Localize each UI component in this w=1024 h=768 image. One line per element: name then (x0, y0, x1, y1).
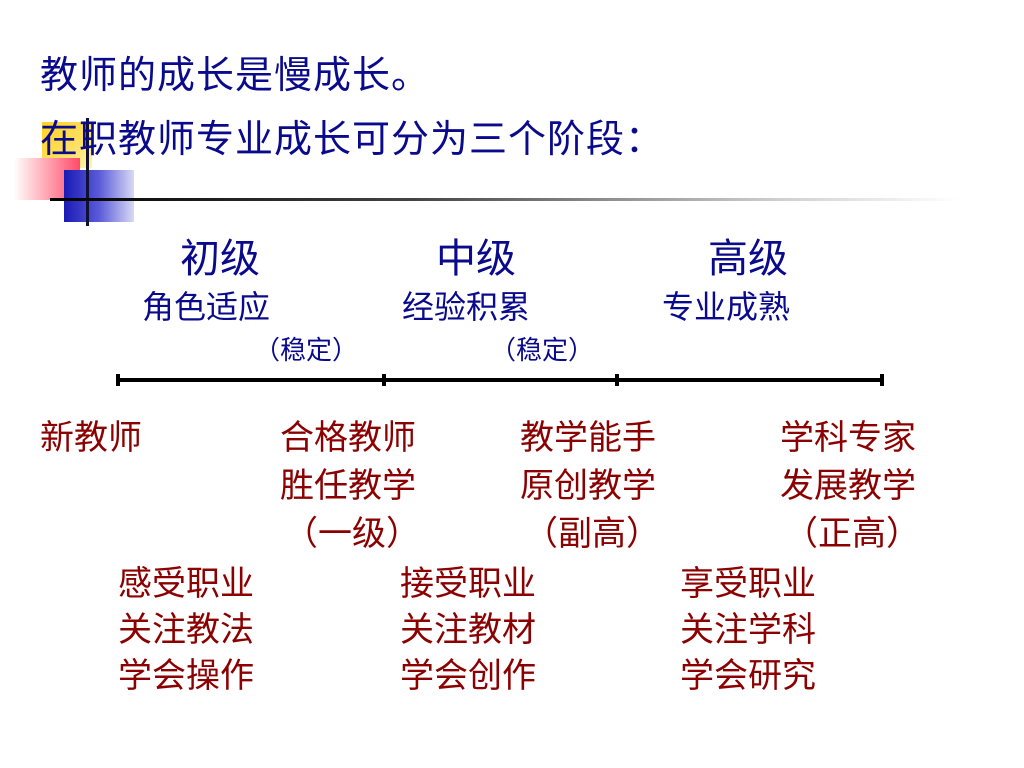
title-line-1: 教师的成长是慢成长。 (40, 53, 431, 97)
milestone-qualified-teacher: 合格教师 (280, 418, 416, 458)
milestone-teaching-expert: 教学能手 (520, 418, 656, 458)
trait-senior-2: 关注学科 (680, 610, 816, 650)
title-line-2: 在职教师专业成长可分为三个阶段： (40, 117, 665, 161)
milestone-qualified-sub: 胜任教学 (280, 466, 416, 506)
stage-stable-junior: （稳定） (254, 336, 359, 366)
stage-desc-senior: 专业成熟 (662, 288, 791, 326)
timeline-bar (116, 378, 884, 382)
milestone-expert-rank: （副高） (524, 514, 660, 554)
stage-level-middle: 中级 (436, 236, 516, 282)
timeline-tick (382, 374, 386, 386)
stage-stable-middle: （稳定） (490, 336, 595, 366)
milestone-expert-sub: 原创教学 (520, 466, 656, 506)
timeline-tick (116, 374, 120, 386)
trait-junior-3: 学会操作 (118, 656, 254, 696)
trait-junior-2: 关注教法 (118, 610, 254, 650)
milestone-specialist-sub: 发展教学 (780, 466, 916, 506)
stage-desc-junior: 角色适应 (142, 288, 271, 326)
milestone-subject-specialist: 学科专家 (780, 418, 916, 458)
milestone-new-teacher: 新教师 (40, 418, 142, 458)
stage-level-senior: 高级 (708, 236, 788, 282)
trait-senior-1: 享受职业 (680, 564, 816, 604)
trait-middle-1: 接受职业 (400, 564, 536, 604)
stage-desc-middle: 经验积累 (402, 288, 531, 326)
title-underline (50, 198, 960, 201)
stage-level-junior: 初级 (180, 236, 260, 282)
trait-middle-2: 关注教材 (400, 610, 536, 650)
decorative-square-blue (64, 170, 134, 222)
timeline-tick (880, 374, 884, 386)
milestone-specialist-rank: （正高） (784, 514, 920, 554)
timeline-tick (615, 374, 619, 386)
decorative-vertical-line (86, 118, 89, 226)
trait-middle-3: 学会创作 (400, 656, 536, 696)
trait-senior-3: 学会研究 (680, 656, 816, 696)
trait-junior-1: 感受职业 (118, 564, 254, 604)
milestone-qualified-rank: （一级） (284, 514, 420, 554)
